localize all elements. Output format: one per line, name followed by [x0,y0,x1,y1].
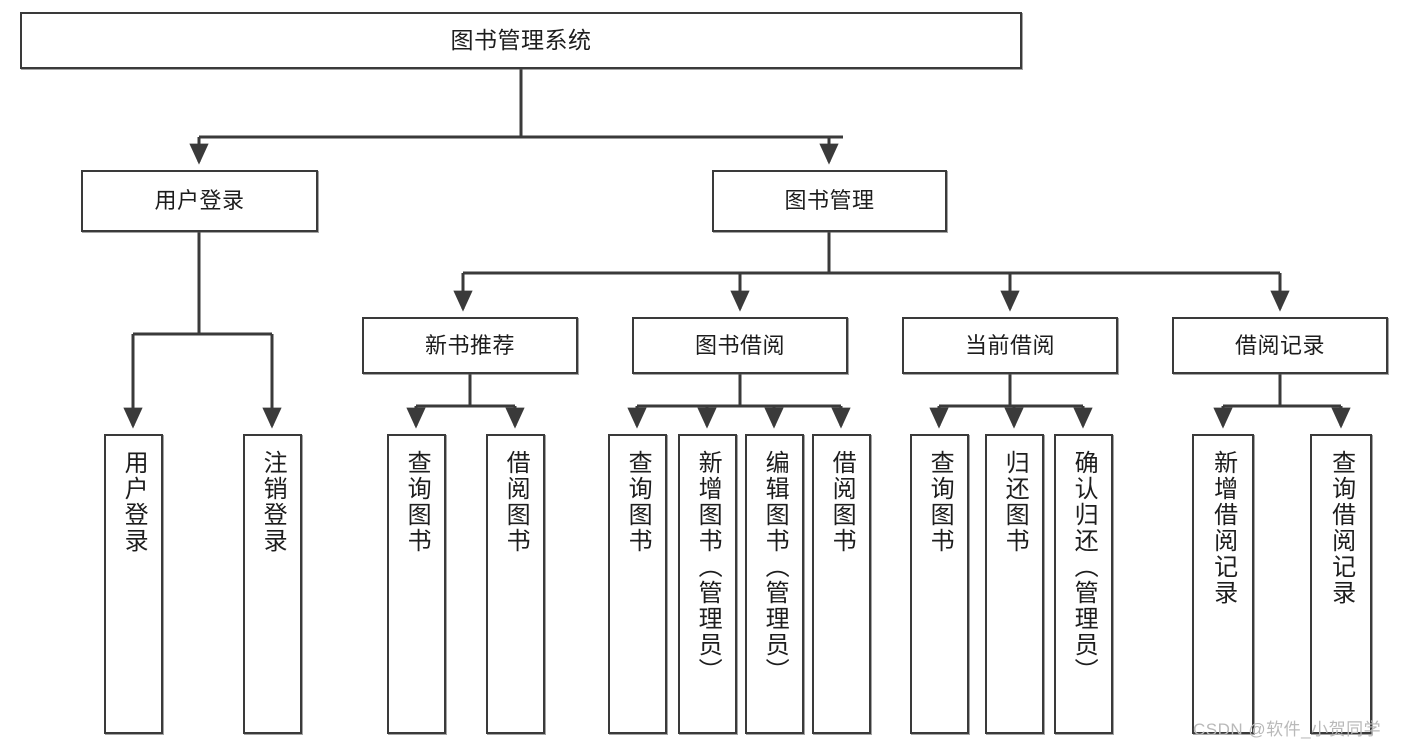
node-current-borrow[interactable]: 当前借阅 [902,317,1118,374]
connector-root-to-level2 [189,69,843,165]
node-leaf-rec-borrow-book[interactable]: 借阅图书 [486,434,545,734]
node-user-login[interactable]: 用户登录 [81,170,318,232]
node-leaf-add-record[interactable]: 新增借阅记录 [1192,434,1254,734]
node-new-book-recommend[interactable]: 新书推荐 [362,317,578,374]
node-leaf-add-book-admin-label: 新增图书（管理员） [694,450,722,684]
connector-new-book-recommend-to-leaves [406,374,525,429]
watermark-text: CSDN @软件_小贺同学 [1193,720,1382,739]
connector-borrow-record-to-leaves [1213,374,1351,429]
node-leaf-query-record[interactable]: 查询借阅记录 [1310,434,1372,734]
node-leaf-user-login[interactable]: 用户登录 [104,434,163,734]
node-leaf-add-record-label: 新增借阅记录 [1209,450,1237,606]
node-leaf-rec-query-book[interactable]: 查询图书 [387,434,446,734]
node-new-book-recommend-label: 新书推荐 [424,332,515,358]
node-leaf-cur-query-book[interactable]: 查询图书 [910,434,969,734]
node-leaf-edit-book-admin-label: 编辑图书（管理员） [761,450,789,684]
node-book-manage-label: 图书管理 [784,188,875,214]
node-leaf-confirm-return[interactable]: 确认归还（管理员） [1054,434,1113,734]
node-borrow-record-label: 借阅记录 [1234,332,1325,358]
node-current-borrow-label: 当前借阅 [964,332,1055,358]
node-leaf-user-login-label: 用户登录 [120,450,148,554]
node-book-borrow[interactable]: 图书借阅 [632,317,848,374]
node-leaf-borrow-book[interactable]: 借阅图书 [812,434,871,734]
node-leaf-borrow-book-label: 借阅图书 [828,450,856,554]
node-book-manage[interactable]: 图书管理 [712,170,947,232]
node-book-borrow-label: 图书借阅 [694,332,785,358]
node-leaf-user-logout-label: 注销登录 [259,450,287,554]
node-leaf-confirm-return-label: 确认归还（管理员） [1070,450,1098,684]
node-leaf-user-logout[interactable]: 注销登录 [243,434,302,734]
node-leaf-rec-query-book-label: 查询图书 [403,450,431,554]
node-borrow-record[interactable]: 借阅记录 [1172,317,1388,374]
node-leaf-add-book-admin[interactable]: 新增图书（管理员） [678,434,737,734]
connector-book-borrow-to-leaves [627,374,851,429]
node-leaf-cur-query-book-label: 查询图书 [926,450,954,554]
node-leaf-rec-borrow-book-label: 借阅图书 [502,450,530,554]
connector-user-login-to-leaves [123,232,282,429]
node-leaf-return-book-label: 归还图书 [1001,450,1029,554]
node-user-login-label: 用户登录 [154,188,245,214]
node-leaf-edit-book-admin[interactable]: 编辑图书（管理员） [745,434,804,734]
connector-current-borrow-to-leaves [929,374,1093,429]
connector-book-manage-to-level3 [453,232,1290,312]
node-leaf-return-book[interactable]: 归还图书 [985,434,1044,734]
node-leaf-borrow-query-book-label: 查询图书 [624,450,652,554]
node-leaf-borrow-query-book[interactable]: 查询图书 [608,434,667,734]
node-root-label: 图书管理系统 [450,26,592,53]
node-leaf-query-record-label: 查询借阅记录 [1327,450,1355,606]
node-root[interactable]: 图书管理系统 [20,12,1022,69]
